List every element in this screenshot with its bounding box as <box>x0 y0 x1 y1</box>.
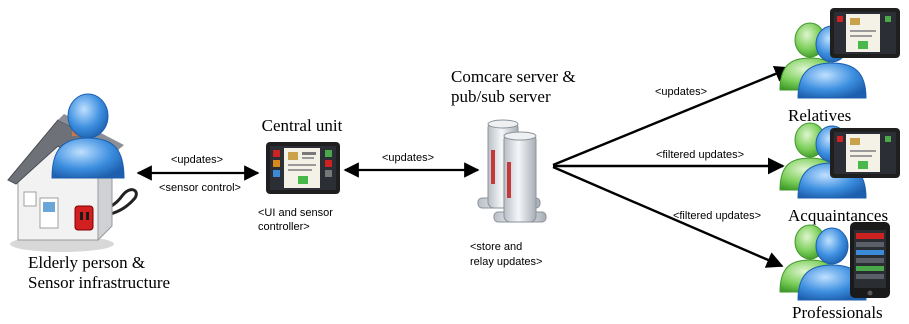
central-tablet-icon <box>266 142 340 194</box>
server-caption-line2: relay updates> <box>470 256 542 268</box>
relatives-label: Relatives <box>788 106 851 125</box>
server-title-line1: Comcare server & <box>451 67 576 86</box>
professionals-phone-icon <box>850 222 890 298</box>
edge-label-filtered-updates-2: <filtered updates> <box>673 210 761 222</box>
relatives-tablet-icon <box>830 8 900 58</box>
edge-label-sensor-control: <sensor control> <box>159 182 241 194</box>
edge-server-relatives <box>552 65 792 167</box>
central-caption-line2: controller> <box>258 221 310 233</box>
server-title-line2: pub/sub server <box>451 87 551 106</box>
edge-server-professionals <box>552 165 784 268</box>
server-icon <box>477 119 547 223</box>
edge-label-updates-2: <updates> <box>382 152 434 164</box>
acquaintances-label: Acquaintances <box>788 206 888 225</box>
edge-label-filtered-updates-1: <filtered updates> <box>656 149 744 161</box>
elderly-person-icon <box>51 93 125 179</box>
edge-label-updates-3: <updates> <box>655 86 707 98</box>
professionals-people-icon <box>779 224 867 301</box>
central-caption-line1: <UI and sensor <box>258 207 333 219</box>
server-caption-line1: <store and <box>470 241 522 253</box>
house-icon <box>7 114 138 252</box>
central-unit-title: Central unit <box>262 116 343 135</box>
acquaintances-tablet-icon <box>830 128 900 178</box>
elderly-label-line2: Sensor infrastructure <box>28 273 170 292</box>
professionals-label: Professionals <box>792 303 883 322</box>
edge-label-updates-1: <updates> <box>171 154 223 166</box>
elderly-label-line1: Elderly person & <box>28 253 145 272</box>
